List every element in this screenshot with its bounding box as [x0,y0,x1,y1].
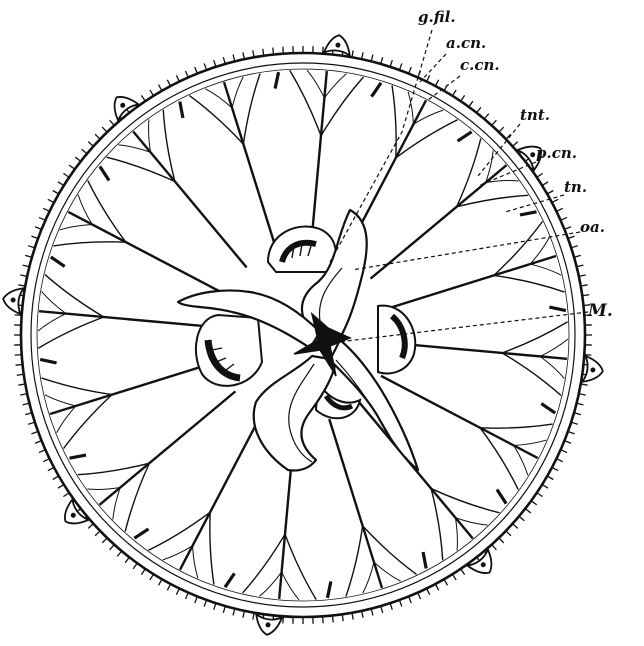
label-mouth: M. [587,301,613,321]
label-perradial-canal: p.cn. [536,144,577,162]
tentaculocyst [254,614,282,636]
tentaculocyst [582,356,604,384]
label-adradial-canal: a.cn. [446,34,486,52]
label-tentaculocyst: tnt. [520,106,550,124]
tentaculocyst [324,34,352,56]
tentaculocyst [2,286,24,314]
label-gastric-filaments: g.fil. [418,8,456,26]
label-oral-arm: oa. [580,218,605,236]
label-tentacles: tn. [564,178,587,196]
label-circular-canal: c.cn. [460,56,500,74]
gastric-pouch-left [196,315,262,386]
